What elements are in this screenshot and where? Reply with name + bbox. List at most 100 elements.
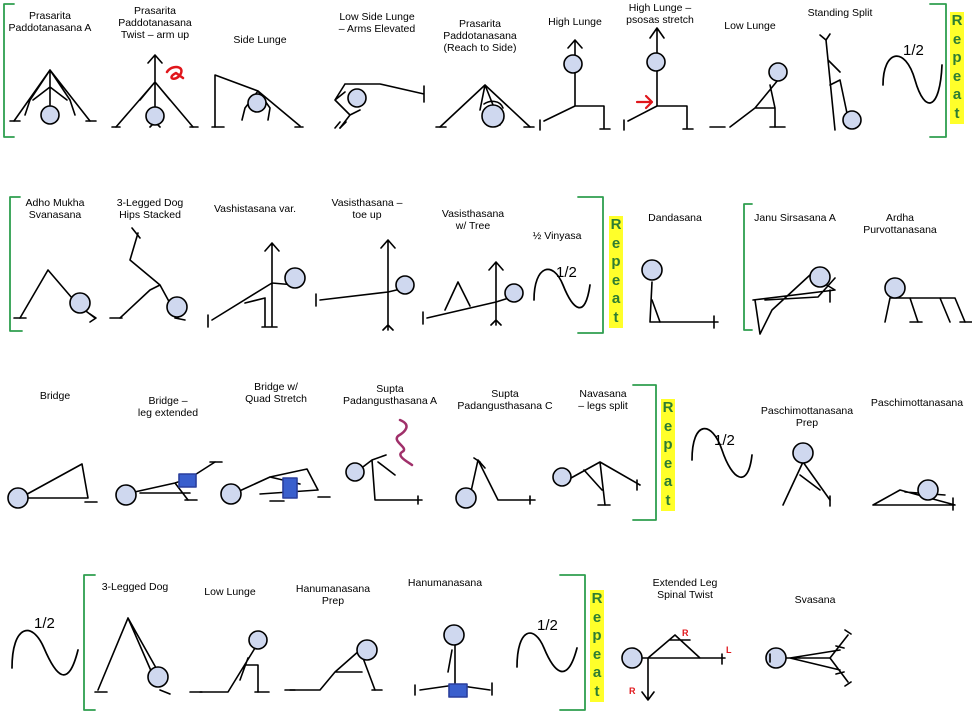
pose-label-navasana: Navasana – legs split <box>578 388 628 412</box>
pose-low-lunge-2 <box>189 630 270 693</box>
pose-label-bridge: Bridge <box>39 390 71 402</box>
pose-spinal-twist <box>621 634 726 701</box>
repeat-letter: p <box>663 436 673 454</box>
pose-label-prasarita-reach: Prasarita Paddotanasana (Reach to Side) <box>443 18 517 54</box>
pose-low-side-lunge <box>334 83 425 129</box>
pose-label-side-lunge: Side Lunge <box>233 34 287 46</box>
pose-standing-split <box>819 33 862 131</box>
pose-label-high-lunge-psoas: High Lunge – psosas stretch <box>626 2 694 26</box>
repeat-letter: e <box>663 417 673 435</box>
bracket-row4-close <box>559 574 586 711</box>
repeat-letter: t <box>613 308 619 326</box>
repeat-letter: e <box>952 30 962 48</box>
repeat-letter: p <box>952 49 962 67</box>
repeat-letter: e <box>611 271 621 289</box>
yoga-block <box>178 473 197 488</box>
repeat-letter: a <box>611 290 621 308</box>
pose-prasarita-a <box>9 69 97 125</box>
repeat-letter: R <box>591 590 603 607</box>
pose-label-3-legged-dog-stacked: 3-Legged Dog Hips Stacked <box>116 197 184 221</box>
psoas-arrow-red <box>635 94 654 110</box>
pose-label-half-vinyasa: ½ Vinyasa <box>532 230 582 242</box>
half-label-row2: 1/2 <box>556 264 577 281</box>
repeat-letter: R <box>662 399 674 416</box>
brackets <box>3 3 947 711</box>
pose-label-down-dog: Adho Mukha Svanasana <box>25 197 85 221</box>
repeat-letter: a <box>663 473 673 491</box>
pose-3-legged-dog-stacked <box>109 227 188 321</box>
repeat-letter: a <box>592 664 602 682</box>
twist-mark-l: L <box>726 645 732 655</box>
twist-arrow-red <box>165 65 185 80</box>
wave-row4-left <box>11 629 79 676</box>
pose-label-supta-a: Supta Padangusthasana A <box>343 383 437 407</box>
pose-bridge-quad <box>220 468 331 505</box>
repeat-letter: e <box>663 454 673 472</box>
repeat-letter: e <box>592 608 602 626</box>
bracket-row2-close <box>577 196 604 334</box>
pose-ardha-purvottanasana <box>884 277 972 323</box>
pose-label-paschimottanasana: Paschimottanasana <box>870 397 964 409</box>
pose-label-supta-c: Supta Padangusthasana C <box>457 388 553 412</box>
strap <box>395 418 414 467</box>
wave-row4-right <box>516 632 578 673</box>
pose-label-vashistasana-var: Vashistasana var. <box>213 203 297 215</box>
repeat-letter: t <box>594 682 600 700</box>
pose-label-hanumanasana-prep: Hanumanasana Prep <box>295 583 371 607</box>
half-label-row4-right: 1/2 <box>537 617 558 634</box>
pose-label-vasisthasana-toe-up: Vasisthasana – toe up <box>331 197 403 221</box>
twist-mark-r-top: R <box>682 628 689 638</box>
pose-label-bridge-quad: Bridge w/ Quad Stretch <box>245 381 307 405</box>
pose-label-low-side-lunge: Low Side Lunge – Arms Elevated <box>338 11 416 35</box>
half-vinyasa-waves <box>11 55 943 676</box>
pose-label-prasarita-twist: Prasarita Paddotanasana Twist – arm up <box>118 5 192 41</box>
wave-row1 <box>882 55 943 104</box>
pose-label-bridge-leg-extended: Bridge – leg extended <box>137 395 199 419</box>
bracket-row3-close <box>632 384 657 521</box>
pose-navasana <box>552 461 641 506</box>
pose-vashistasana-var <box>207 242 306 328</box>
pose-high-lunge-psoas <box>623 27 694 131</box>
pose-supta-c <box>455 457 536 509</box>
repeat-letter: p <box>592 627 602 645</box>
pose-label-janu-sirsasana: Janu Sirsasana A <box>754 212 836 224</box>
pose-low-lunge <box>709 62 788 128</box>
pose-label-low-lunge: Low Lunge <box>724 20 776 32</box>
bracket-row2-open <box>9 196 23 332</box>
wave-row2 <box>533 268 591 309</box>
bracket-row1-open <box>3 3 15 138</box>
pose-bridge <box>7 463 98 509</box>
bracket-row1-close <box>929 3 947 138</box>
pose-hanumanasana <box>414 624 493 698</box>
bracket-row4-open <box>83 574 96 711</box>
pose-label-low-lunge-2: Low Lunge <box>204 586 256 598</box>
pose-label-3-legged-dog: 3-Legged Dog <box>101 581 169 593</box>
pose-paschimottanasana <box>872 479 956 511</box>
repeat-letter: p <box>611 253 621 271</box>
pose-prasarita-twist <box>111 54 199 128</box>
bracket-row2-open-b <box>743 203 753 331</box>
pose-high-lunge <box>539 39 611 131</box>
pose-label-prasarita-a: Prasarita Paddotanasana A <box>8 10 92 34</box>
yoga-block <box>282 477 298 499</box>
pose-label-dandasana: Dandasana <box>648 212 702 224</box>
pose-janu-sirsasana <box>752 266 836 335</box>
pose-paschimottanasana-prep <box>782 442 831 507</box>
repeat-letter: a <box>952 86 962 104</box>
pose-3-legged-dog <box>94 617 171 695</box>
pose-bridge-leg-extended <box>115 461 223 506</box>
pose-label-high-lunge: High Lunge <box>548 16 602 28</box>
pose-label-standing-split: Standing Split <box>807 7 873 19</box>
pose-label-paschimottanasana-prep: Paschimottanasana Prep <box>760 405 854 429</box>
pose-hanumanasana-prep <box>284 639 383 691</box>
pose-vasisthasana-toe-up <box>315 239 415 331</box>
repeat-letter: t <box>665 491 671 509</box>
pose-svasana <box>765 629 852 687</box>
pose-label-vasisthasana-tree: Vasisthasana w/ Tree <box>441 208 505 232</box>
pose-label-svasana: Svasana <box>794 594 836 606</box>
